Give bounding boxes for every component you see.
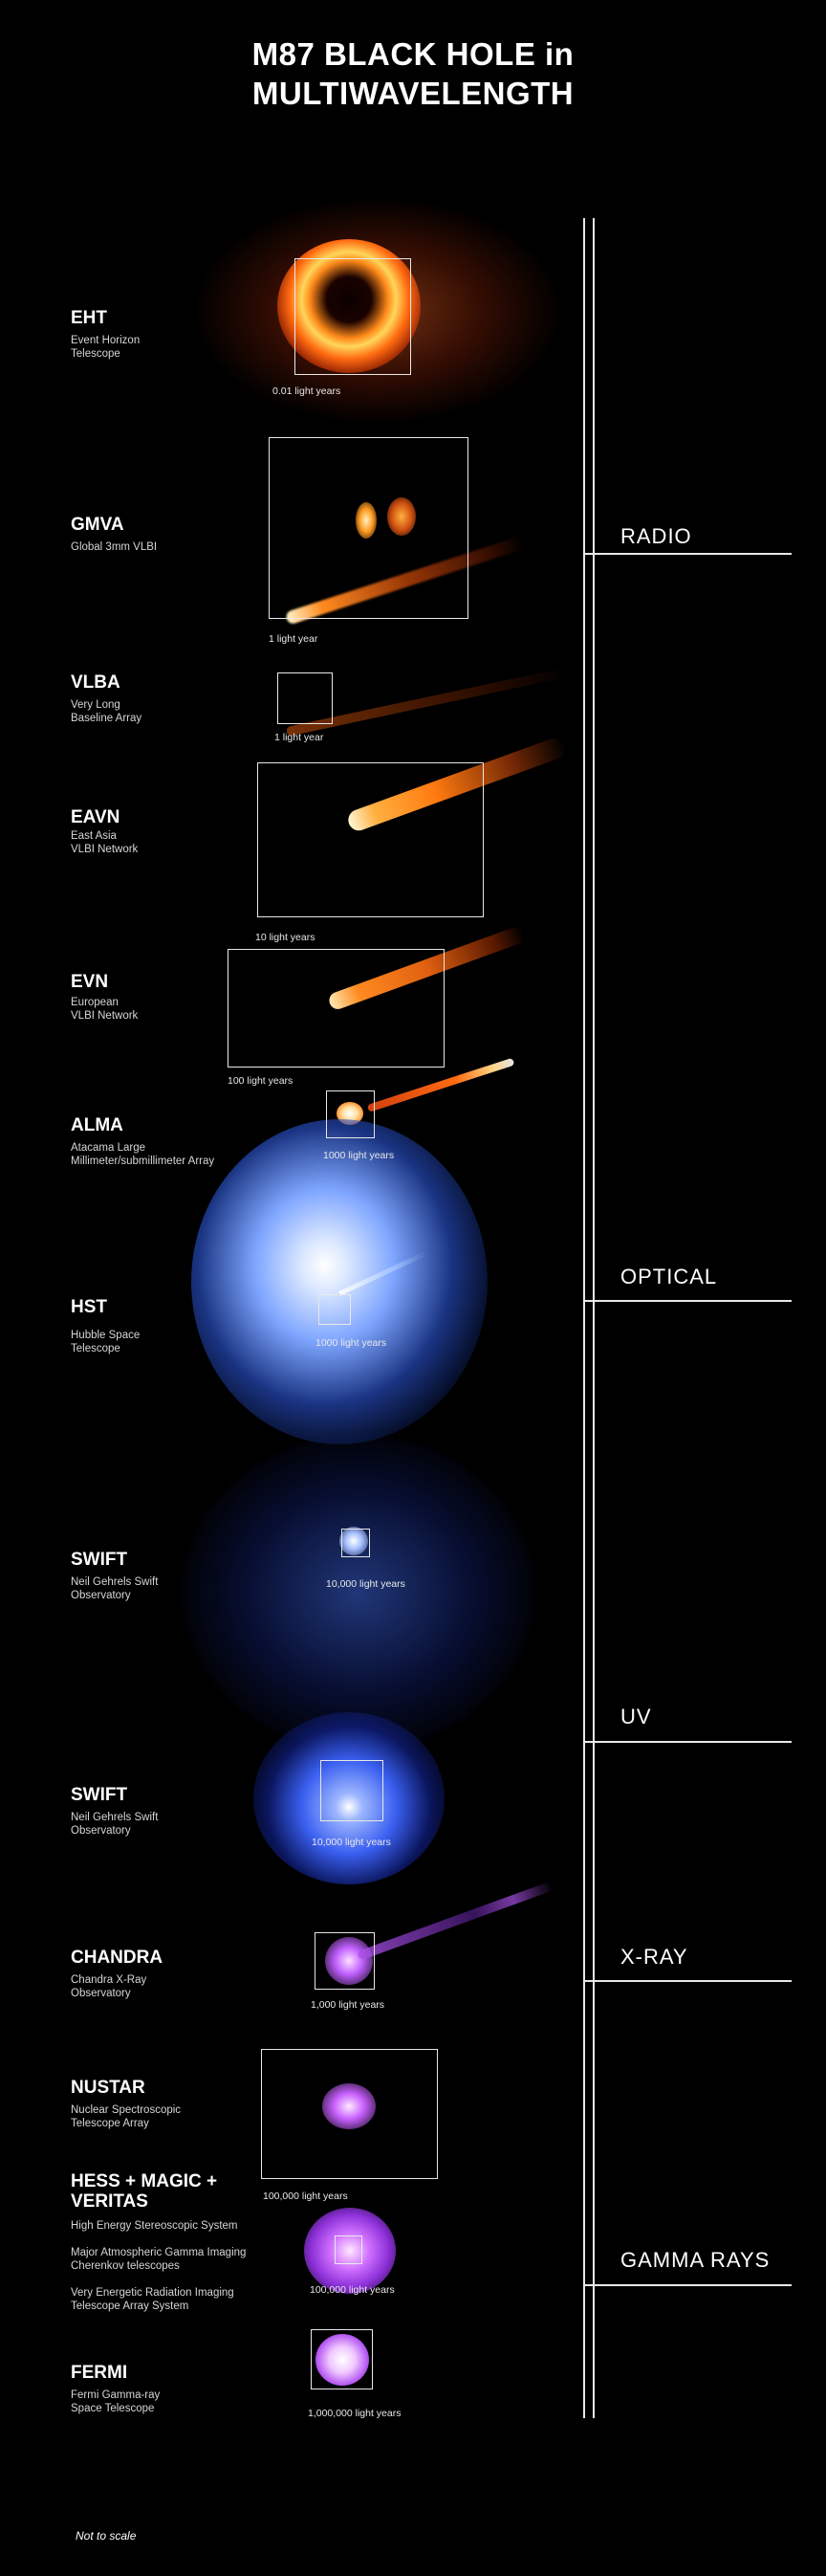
eht-scale-label: 0.01 light years <box>272 385 341 397</box>
band-divider-optical <box>583 1300 792 1302</box>
band-label-gamma: GAMMA RAYS <box>620 2248 771 2272</box>
gmva-scale-label: 1 light year <box>269 633 318 645</box>
swift-uv-scale-label: 10,000 light years <box>312 1837 391 1848</box>
swift-optical-scale-label: 10,000 light years <box>326 1578 405 1590</box>
observation-description: Nuclear Spectroscopic Telescope Array <box>71 2104 182 2129</box>
hst-galaxy-image <box>191 1119 488 1444</box>
observation-name: ALMA <box>71 1115 123 1135</box>
alma-scale-label: 1000 light years <box>323 1150 395 1161</box>
observation-description: Atacama Large Millimeter/submillimeter A… <box>71 1142 215 1167</box>
chandra-scale-box <box>315 1932 375 1990</box>
chandra-scale-label: 1,000 light years <box>311 1999 385 2011</box>
observation-name: CHANDRA <box>71 1948 163 1968</box>
nustar-scale-box <box>261 2049 438 2179</box>
observation-label-swift-uv: SWIFT Neil Gehrels Swift Observatory <box>71 1785 262 1838</box>
observation-label-evn: EVN European VLBI Network <box>71 972 262 1023</box>
nustar-source-image <box>322 2083 376 2129</box>
observation-label-nustar: NUSTAR Nuclear Spectroscopic Telescope A… <box>71 2078 262 2130</box>
evn-scale-box <box>228 949 445 1068</box>
band-label-radio: RADIO <box>620 524 692 548</box>
hess-scale-label: 100,000 light years <box>310 2284 395 2296</box>
infographic-title: M87 BLACK HOLE in MULTIWAVELENGTH <box>0 34 826 113</box>
eavn-scale-label: 10 light years <box>255 932 315 943</box>
observation-description: Fermi Gamma-ray Space Telescope <box>71 2389 161 2414</box>
observation-label-gmva: GMVA Global 3mm VLBI <box>71 515 262 554</box>
vlba-scale-label: 1 light year <box>274 732 324 743</box>
observation-label-hess-magic-veritas: HESS + MAGIC + VERITAS High Energy Stere… <box>71 2171 300 2313</box>
eht-scale-box <box>294 258 411 375</box>
fermi-scale-box <box>311 2329 373 2389</box>
observation-name: EHT <box>71 308 107 328</box>
observation-label-swift-optical: SWIFT Neil Gehrels Swift Observatory <box>71 1550 262 1602</box>
gmva-scale-box <box>269 437 468 619</box>
band-divider-uv <box>583 1741 792 1743</box>
swift-optical-scale-box <box>341 1529 370 1557</box>
observation-description: Chandra X-Ray Observatory <box>71 1974 147 1999</box>
observation-name: EVN <box>71 972 109 992</box>
observation-label-hst: HST Hubble Space Telescope <box>71 1297 262 1355</box>
observation-description: Neil Gehrels Swift Observatory <box>71 1576 159 1601</box>
title-line-1: M87 BLACK HOLE in <box>251 36 575 72</box>
observation-name: HESS + MAGIC + VERITAS <box>71 2171 218 2212</box>
observation-description: Global 3mm VLBI <box>71 541 158 553</box>
band-divider-gamma <box>583 2284 792 2286</box>
observation-description-2: Major Atmospheric Gamma Imaging Cherenko… <box>71 2247 247 2272</box>
observation-description: Hubble Space Telescope <box>71 1330 141 1354</box>
wavelength-bracket-line-right <box>593 218 595 2418</box>
observation-label-fermi: FERMI Fermi Gamma-ray Space Telescope <box>71 2363 262 2415</box>
observation-label-eavn: EAVN East Asia VLBI Network <box>71 807 262 856</box>
observation-description: European VLBI Network <box>71 997 139 1022</box>
band-label-xray: X-RAY <box>620 1945 688 1969</box>
fermi-scale-label: 1,000,000 light years <box>308 2408 402 2419</box>
observation-description: East Asia VLBI Network <box>71 830 139 855</box>
observation-name: GMVA <box>71 515 124 535</box>
chandra-jet-image <box>357 1881 554 1961</box>
band-divider-radio <box>583 553 792 555</box>
observation-name: SWIFT <box>71 1785 128 1805</box>
swift-optical-field-image <box>182 1435 535 1750</box>
observation-name: EAVN <box>71 807 120 827</box>
band-label-uv: UV <box>620 1705 652 1728</box>
footer-note: Not to scale <box>76 2529 137 2543</box>
evn-scale-label: 100 light years <box>228 1075 293 1087</box>
observation-description: Neil Gehrels Swift Observatory <box>71 1812 159 1837</box>
observation-description: Event Horizon Telescope <box>71 335 141 360</box>
observation-description-3: Very Energetic Radiation Imaging Telesco… <box>71 2287 234 2312</box>
hst-scale-box <box>318 1294 351 1325</box>
gmva-core-image <box>356 502 377 539</box>
eavn-scale-box <box>257 762 484 917</box>
observation-label-alma: ALMA Atacama Large Millimeter/submillime… <box>71 1115 300 1168</box>
observation-description: High Energy Stereoscopic System <box>71 2220 238 2232</box>
wavelength-bracket-line-left <box>583 218 585 2418</box>
observation-label-vlba: VLBA Very Long Baseline Array <box>71 672 262 725</box>
observation-name: FERMI <box>71 2363 128 2383</box>
observation-name: SWIFT <box>71 1550 128 1570</box>
alma-scale-box <box>326 1090 375 1138</box>
band-divider-xray <box>583 1980 792 1982</box>
vlba-scale-box <box>277 672 333 724</box>
band-label-optical: OPTICAL <box>620 1265 718 1288</box>
eht-black-hole-ring-image <box>277 239 421 373</box>
title-line-2: MULTIWAVELENGTH <box>251 76 575 111</box>
observation-name: VLBA <box>71 672 120 693</box>
hess-scale-box <box>335 2235 362 2264</box>
observation-description: Very Long Baseline Array <box>71 699 142 724</box>
chandra-core-image <box>325 1937 373 1985</box>
hst-scale-label: 1000 light years <box>315 1337 387 1349</box>
observation-label-chandra: CHANDRA Chandra X-Ray Observatory <box>71 1948 262 2000</box>
observation-name: NUSTAR <box>71 2078 145 2098</box>
hess-source-image <box>304 2208 396 2294</box>
swift-uv-scale-box <box>320 1760 383 1821</box>
swift-optical-core-image <box>339 1527 368 1555</box>
fermi-source-image <box>315 2334 369 2386</box>
observation-label-eht: EHT Event Horizon Telescope <box>71 308 262 361</box>
observation-name: HST <box>71 1297 107 1317</box>
gmva-jet-image <box>387 497 416 536</box>
nustar-scale-label: 100,000 light years <box>263 2191 348 2202</box>
swift-uv-image <box>253 1712 445 1884</box>
